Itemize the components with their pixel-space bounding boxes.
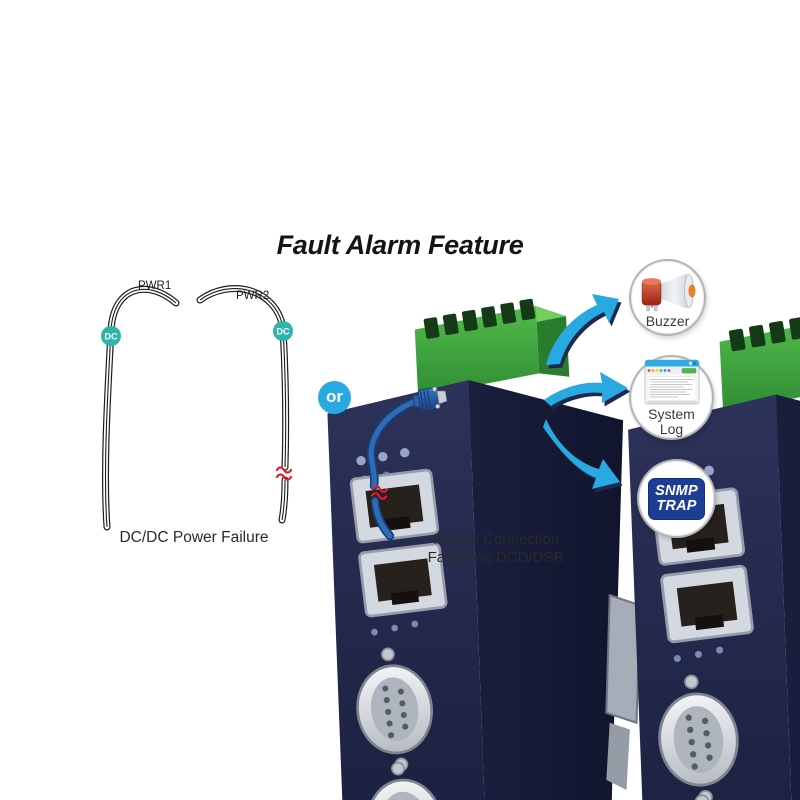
power-cable-pwr1 <box>106 289 176 527</box>
svg-text:DC: DC <box>276 327 290 337</box>
db9-connector-plug <box>412 386 448 411</box>
rs232-failure-figure <box>371 308 800 800</box>
or-badge: or <box>318 381 351 414</box>
dc-badge-right: DC <box>273 321 293 341</box>
buzzer-label: Buzzer <box>645 312 690 329</box>
browser-window-icon <box>644 359 699 405</box>
system-log-label: System Log <box>648 406 695 437</box>
arrow-to-snmp-trap <box>543 419 623 493</box>
right-caption: RS232 Connection Failed via DCD/DSR <box>372 531 620 566</box>
power-cable-pwr2 <box>200 289 286 520</box>
or-label: or <box>326 386 343 406</box>
snmp-trap-badge: SNMP TRAP <box>648 477 705 520</box>
right-caption-line2: Failed via DCD/DSR <box>427 548 565 566</box>
buzzer-output: Buzzer <box>629 259 706 336</box>
system-log-output: System Log <box>629 355 714 440</box>
pwr1-label: PWR1 <box>138 280 171 292</box>
dc-badge-left: DC <box>101 326 121 346</box>
dc-power-failure-figure: PWR1 PWR2 DC DC <box>101 280 641 800</box>
page-title: Fault Alarm Feature <box>276 230 524 260</box>
arrow-to-system-log <box>544 372 631 410</box>
cable-break-marks-power <box>275 466 293 481</box>
snmp-trap-output: SNMP TRAP <box>637 459 716 538</box>
right-caption-line1: RS232 Connection <box>433 531 559 548</box>
alarm-arrows <box>543 294 631 493</box>
left-caption: DC/DC Power Failure <box>119 529 269 546</box>
pwr2-label: PWR2 <box>236 290 269 302</box>
arrow-to-buzzer <box>546 294 622 369</box>
megaphone-icon <box>641 273 695 312</box>
svg-text:DC: DC <box>104 332 118 342</box>
